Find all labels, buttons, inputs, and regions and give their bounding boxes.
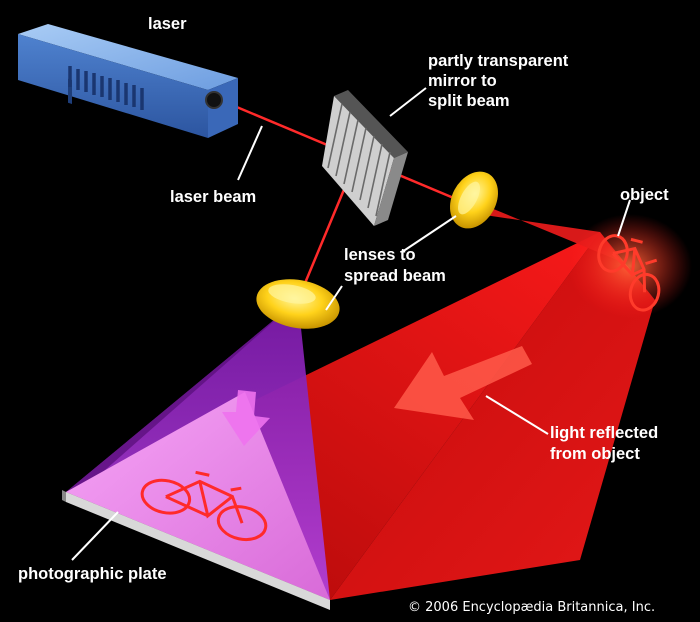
lens-icon — [256, 279, 340, 329]
bicycle-icon — [140, 470, 268, 542]
bicycle-icon — [597, 234, 661, 312]
leader-reflected — [485, 395, 549, 435]
photographic-plate-edge — [66, 492, 330, 610]
reference-light-side — [66, 300, 298, 492]
label-reflected-line2: from object — [550, 445, 640, 463]
bicycle-object — [597, 234, 661, 312]
arrow-icon — [222, 390, 270, 446]
arrow-icon — [394, 346, 532, 420]
label-laser-beam: laser beam — [170, 188, 256, 206]
leader-lenses-top — [401, 215, 457, 253]
label-lenses-line1: lenses to — [344, 246, 416, 264]
reflected-light-floor — [330, 232, 655, 600]
leader-laser-beam — [237, 125, 263, 181]
label-reflected-line1: light reflected — [550, 424, 658, 442]
leader-lenses-bottom — [325, 285, 343, 311]
label-object: object — [620, 186, 669, 204]
photographic-plate-edge-dark — [62, 490, 66, 502]
object-glow — [568, 214, 692, 318]
leader-plate — [71, 511, 119, 561]
label-mirror-line1: partly transparent — [428, 52, 569, 70]
label-mirror-line3: split beam — [428, 92, 510, 110]
leader-mirror — [389, 87, 427, 117]
lens-icon — [450, 171, 498, 229]
label-lenses-line2: spread beam — [344, 267, 446, 285]
leader-object — [617, 199, 631, 237]
photographic-plate — [66, 392, 330, 600]
laser-device-icon — [18, 24, 238, 138]
mirror-icon — [322, 90, 408, 226]
label-mirror-line2: mirror to — [428, 72, 497, 90]
label-laser: laser — [148, 15, 187, 33]
label-photographic-plate: photographic plate — [18, 565, 167, 583]
bicycle-image-on-plate — [140, 470, 268, 542]
copyright-notice: © 2006 Encyclopædia Britannica, Inc. — [408, 600, 655, 615]
